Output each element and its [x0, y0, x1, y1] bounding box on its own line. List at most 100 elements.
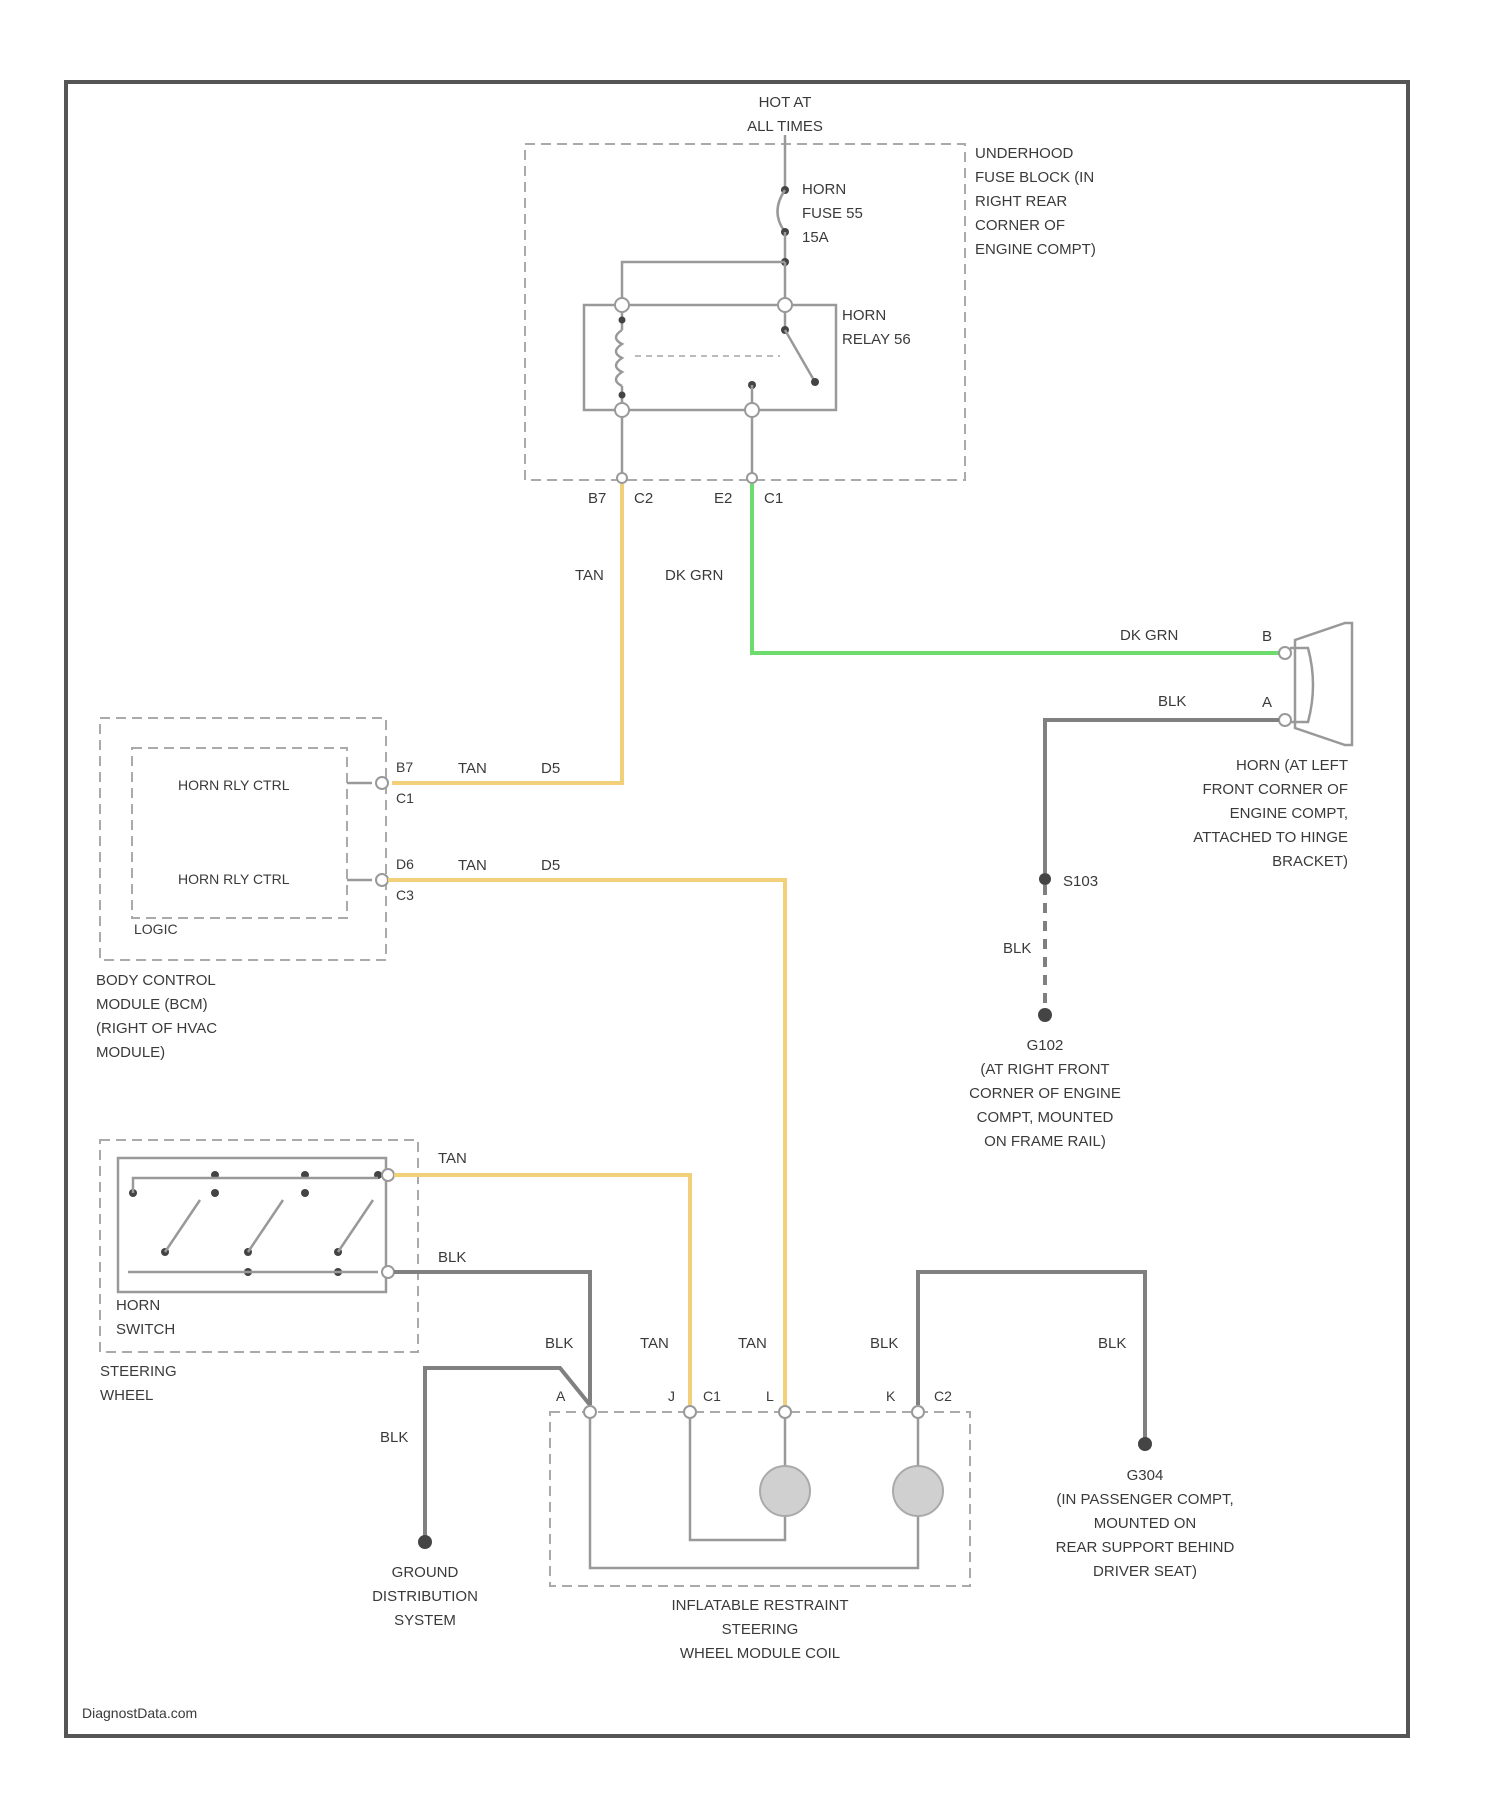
splice-s103-label: S103 [1063, 873, 1098, 890]
svg-text:G102: G102 [1027, 1037, 1064, 1054]
coil-module-label: INFLATABLE RESTRAINT STEERING WHEEL MODU… [672, 1597, 849, 1662]
tan-wire-switch-to-coil [394, 1175, 690, 1405]
svg-text:GROUND: GROUND [392, 1564, 459, 1581]
relay-switch-tip [811, 378, 819, 386]
watermark: DiagnostData.com [82, 1705, 197, 1721]
bcm-logic-outline [132, 748, 347, 918]
bcm-logic-label: LOGIC [134, 921, 178, 937]
bcm-label: BODY CONTROL MODULE (BCM) (RIGHT OF HVAC… [96, 972, 217, 1061]
wire-label-tan-bcm-2: TAN [458, 857, 487, 874]
ground-g304-label: G304 (IN PASSENGER COMPT, MOUNTED ON REA… [1056, 1467, 1235, 1580]
svg-text:MOUNTED ON: MOUNTED ON [1094, 1515, 1197, 1532]
horn-pin-a [1279, 714, 1291, 726]
relay-coil-icon [616, 330, 622, 386]
wire-label-tan-switch: TAN [438, 1150, 467, 1167]
tan-wire-relay-to-bcm [392, 484, 622, 783]
svg-text:HORN (AT LEFT: HORN (AT LEFT [1236, 757, 1348, 774]
svg-text:STEERING: STEERING [722, 1621, 799, 1638]
ground-g102-icon [1038, 1008, 1052, 1022]
svg-text:CORNER OF ENGINE: CORNER OF ENGINE [969, 1085, 1121, 1102]
coil-pin-k-label: K [886, 1388, 896, 1404]
relay-pin-85 [615, 298, 629, 312]
coil-clockspring-icon-2 [893, 1466, 943, 1516]
wire-label-blk-switch: BLK [438, 1249, 466, 1266]
svg-text:FUSE 55: FUSE 55 [802, 205, 863, 222]
wire-label-blk-horn: BLK [1158, 693, 1186, 710]
wire-label-tan-1: TAN [575, 567, 604, 584]
fuse-icon [778, 190, 786, 232]
coil-pin-j [684, 1406, 696, 1418]
ground-g102-label: G102 (AT RIGHT FRONT CORNER OF ENGINE CO… [969, 1037, 1121, 1150]
svg-text:CORNER OF: CORNER OF [975, 217, 1065, 234]
svg-text:SYSTEM: SYSTEM [394, 1612, 456, 1629]
svg-text:HORN: HORN [116, 1297, 160, 1314]
coil-internal-wire-a [590, 1418, 918, 1568]
horn-relay-label: HORN RELAY 56 [842, 307, 911, 348]
fuse-block-pin-e2 [747, 473, 757, 483]
relay-switch-arm [785, 330, 815, 382]
bcm-signal-2: HORN RLY CTRL [178, 871, 290, 887]
power-label-2: ALL TIMES [747, 118, 823, 135]
wire-label-blk-ground: BLK [380, 1429, 408, 1446]
svg-text:SWITCH: SWITCH [116, 1321, 175, 1338]
svg-text:HORN: HORN [842, 307, 886, 324]
diagram-frame [66, 82, 1408, 1736]
conn-label-relay-right-conn: C1 [764, 490, 783, 507]
svg-text:15A: 15A [802, 229, 829, 246]
horn-icon [1290, 623, 1352, 745]
wire-label-d5-bcm-1: D5 [541, 760, 560, 777]
wire-label-tan-coil-j: TAN [640, 1335, 669, 1352]
conn-label-relay-left-pin: B7 [588, 490, 606, 507]
bcm-conn-c3-label: C3 [396, 887, 414, 903]
svg-text:BRACKET): BRACKET) [1272, 853, 1348, 870]
conn-label-relay-left-conn: C2 [634, 490, 653, 507]
svg-text:UNDERHOOD: UNDERHOOD [975, 145, 1074, 162]
svg-text:INFLATABLE RESTRAINT: INFLATABLE RESTRAINT [672, 1597, 849, 1614]
ground-distribution-label: GROUND DISTRIBUTION SYSTEM [372, 1564, 478, 1629]
relay-coil-dot-top [619, 317, 626, 324]
relay-pin-86 [615, 403, 629, 417]
svg-text:HORN: HORN [802, 181, 846, 198]
relay-pin-30 [778, 298, 792, 312]
svg-text:RELAY 56: RELAY 56 [842, 331, 911, 348]
wire-label-dk-grn-1: DK GRN [665, 567, 723, 584]
svg-text:(RIGHT OF HVAC: (RIGHT OF HVAC [96, 1020, 217, 1037]
wire-label-d5-bcm-2: D5 [541, 857, 560, 874]
horn-switch-contacts-icon [128, 1171, 382, 1276]
horn-pin-b-label: B [1262, 628, 1272, 645]
fuse-block-outline [525, 144, 965, 480]
blk-wire-coil-to-g304 [918, 1272, 1145, 1438]
svg-text:ENGINE COMPT,: ENGINE COMPT, [1230, 805, 1348, 822]
dk-grn-wire-relay-to-horn [752, 484, 1285, 653]
coil-pin-l [779, 1406, 791, 1418]
relay-coil-dot-bottom [619, 392, 626, 399]
tan-wire-bcm-to-coil [388, 880, 785, 1405]
fuse-block-label: UNDERHOOD FUSE BLOCK (IN RIGHT REAR CORN… [975, 145, 1096, 258]
svg-text:G304: G304 [1127, 1467, 1164, 1484]
coil-conn-c1-label: C1 [703, 1388, 721, 1404]
svg-text:STEERING: STEERING [100, 1363, 177, 1380]
ground-distribution-icon [418, 1535, 432, 1549]
svg-text:ON FRAME RAIL): ON FRAME RAIL) [984, 1133, 1106, 1150]
wire-label-tan-bcm-1: TAN [458, 760, 487, 777]
wire-label-dk-grn-2: DK GRN [1120, 627, 1178, 644]
splice-s103-dot [1039, 873, 1051, 885]
coil-pin-l-label: L [766, 1388, 774, 1404]
svg-text:FRONT CORNER OF: FRONT CORNER OF [1202, 781, 1348, 798]
bcm-pin-d6-label: D6 [396, 856, 414, 872]
svg-text:DRIVER SEAT): DRIVER SEAT) [1093, 1563, 1197, 1580]
horn-switch-pin-top [382, 1169, 394, 1181]
svg-text:WHEEL: WHEEL [100, 1387, 153, 1404]
wire-label-tan-coil-l: TAN [738, 1335, 767, 1352]
coil-pin-k [912, 1406, 924, 1418]
wire-label-blk-coil-k: BLK [870, 1335, 898, 1352]
svg-text:MODULE (BCM): MODULE (BCM) [96, 996, 208, 1013]
svg-text:REAR SUPPORT BEHIND: REAR SUPPORT BEHIND [1056, 1539, 1235, 1556]
bcm-signal-1: HORN RLY CTRL [178, 777, 290, 793]
svg-text:RIGHT REAR: RIGHT REAR [975, 193, 1067, 210]
coil-pin-a-label: A [556, 1388, 566, 1404]
svg-text:WHEEL MODULE COIL: WHEEL MODULE COIL [680, 1645, 840, 1662]
bcm-pin-b7 [376, 777, 388, 789]
horn-switch-pin-bottom [382, 1266, 394, 1278]
